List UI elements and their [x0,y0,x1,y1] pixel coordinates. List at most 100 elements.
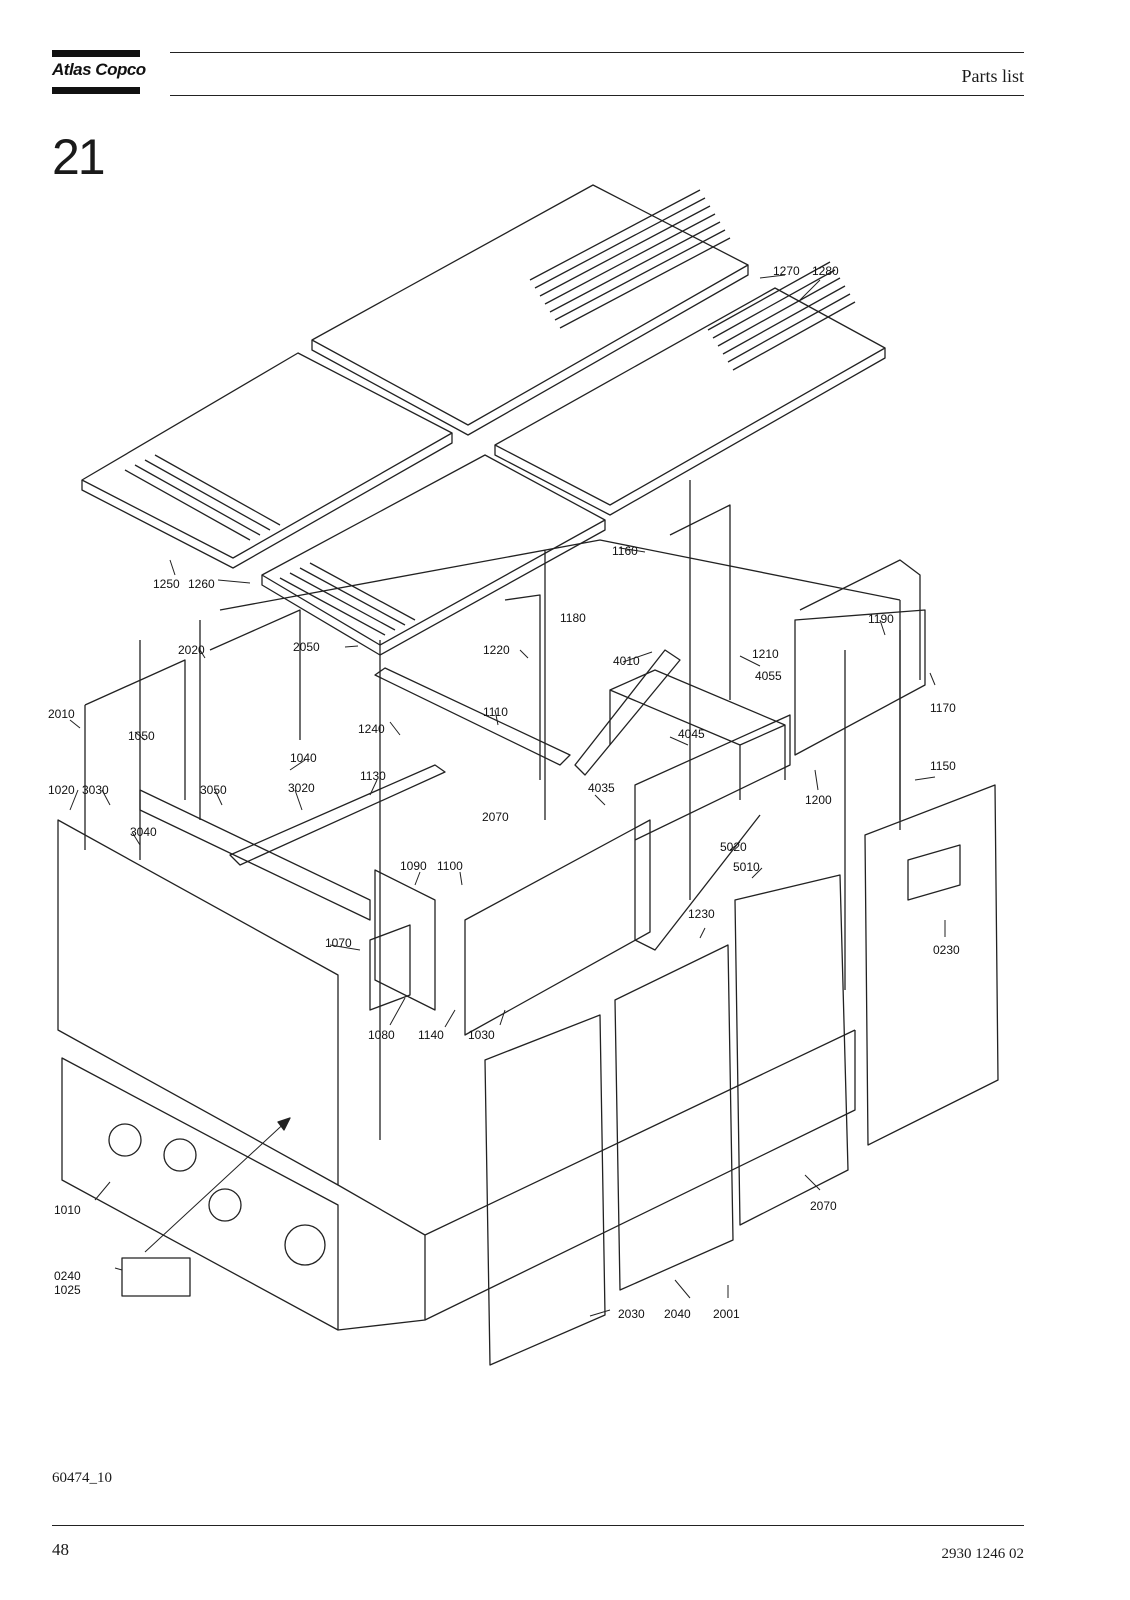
door-2070 [734,874,849,1226]
page-number: 48 [52,1540,69,1559]
assembly-arrow [144,1117,291,1253]
document-number: 2930 1246 02 [941,1546,1025,1562]
air-duct-box [609,669,786,800]
cross-member-lower [229,764,446,866]
frame-uprights [139,480,901,1140]
panel-1100 [464,819,651,1036]
callout-label: 1180 [560,611,586,625]
callout-label: 2030 [618,1307,645,1321]
chapter-number: 21 [52,129,106,185]
roof-panel-left-edge [81,433,453,569]
logo-bar-top [52,50,140,57]
assembly-arrowhead [277,1117,291,1131]
panel-1190 [794,609,926,756]
callout-label: 3020 [288,781,315,795]
callout-label: 1220 [483,643,510,657]
callout-label: 1160 [612,544,638,558]
roof-panel-right [494,287,886,506]
callout-label: 4045 [678,727,705,741]
callout-label: 1090 [400,859,427,873]
callout-label: 2070 [482,810,509,824]
roof-louvre-front [279,562,416,636]
callout-label: 4010 [613,654,640,668]
callout-label: 4055 [755,669,782,683]
door-0230 [864,784,999,1146]
callout-label: 1025 [54,1283,81,1297]
callout-label: 3040 [130,825,157,839]
callout-label: 2040 [664,1307,691,1321]
callout-label: 1130 [360,769,386,783]
callout-label: 1250 [153,577,180,591]
callout-label: 1030 [468,1028,495,1042]
callout-label: 1270 [773,264,800,278]
roof-panel-rear-edge [311,265,749,436]
callout-label: 2050 [293,640,320,654]
atlas-copco-logo: Atlas Copco [52,50,146,94]
header-rule-top [170,52,1024,53]
duct-funnel [634,714,791,951]
callout-label: 1020 [48,783,75,797]
panel-opening-1 [108,1123,142,1157]
callout-label: 1170 [930,701,956,715]
callout-label: 1190 [868,612,894,626]
panel-opening-3 [208,1188,242,1222]
callout-label: 1080 [368,1028,395,1042]
callout-label: 1100 [437,859,463,873]
roof-louvre-rear [529,189,731,329]
callout-label: 3050 [200,783,227,797]
callout-label: 1150 [930,759,956,773]
callout-label: 1200 [805,793,832,807]
exploded-view-drawing: 1270 1280 1250 1260 1160 1180 1190 2020 … [40,180,1040,1410]
callout-label: 1050 [128,729,155,743]
roof-panel-front-edge [261,520,606,656]
decal-label [121,1257,191,1297]
header-rule-bottom [170,95,1024,96]
base-rail-left [139,789,371,921]
callout-label: 1040 [290,751,317,765]
roof-panel-left [81,352,453,559]
logo-bar-bottom [52,87,140,94]
roof-louvre-left [124,454,281,541]
cross-member-upper [374,667,571,766]
callout-label: 2001 [713,1307,740,1321]
logo-wordmark: Atlas Copco [52,60,146,79]
callout-label: 1260 [188,577,215,591]
callout-label: 2020 [178,643,205,657]
callout-label: 1230 [688,907,715,921]
panel-opening-2 [163,1138,197,1172]
figure-id: 60474_10 [52,1470,112,1486]
panel-1070 [369,924,411,1011]
callout-labels: 1270 1280 1250 1260 1160 1180 1190 2020 … [48,264,960,1321]
door-2040 [614,944,734,1291]
door-2030 [484,1014,606,1366]
callout-label: 0240 [54,1269,81,1283]
callout-label: 0230 [933,943,960,957]
callout-label: 1240 [358,722,385,736]
panel-lower-front [61,1057,339,1331]
callout-label: 1010 [54,1203,81,1217]
panel-opening-4 [284,1224,326,1266]
frame-side-panels [84,504,921,850]
exploded-view-svg: 1270 1280 1250 1260 1160 1180 1190 2020 … [48,184,999,1366]
callout-label: 1110 [483,705,508,719]
callout-label: 1280 [812,264,839,278]
control-panel-window [907,844,961,901]
section-title: Parts list [961,66,1024,86]
roof-panel-front [261,454,606,646]
callout-label: 5010 [733,860,760,874]
footer-rule [52,1525,1024,1526]
callout-label: 1140 [418,1028,444,1042]
callout-label: 4035 [588,781,615,795]
callout-label: 2070 [810,1199,837,1213]
panel-1090 [374,869,436,1011]
roof-panel-right-edge [494,348,886,516]
callout-label: 1070 [325,936,352,950]
callout-label: 1210 [752,647,779,661]
leader-lines [69,274,946,1317]
base-plinth [337,1029,856,1331]
callout-label: 3030 [82,783,109,797]
callout-label: 2010 [48,707,75,721]
callout-label: 5020 [720,840,747,854]
roof-louvre-right [707,261,856,371]
duct-strut [574,649,681,776]
